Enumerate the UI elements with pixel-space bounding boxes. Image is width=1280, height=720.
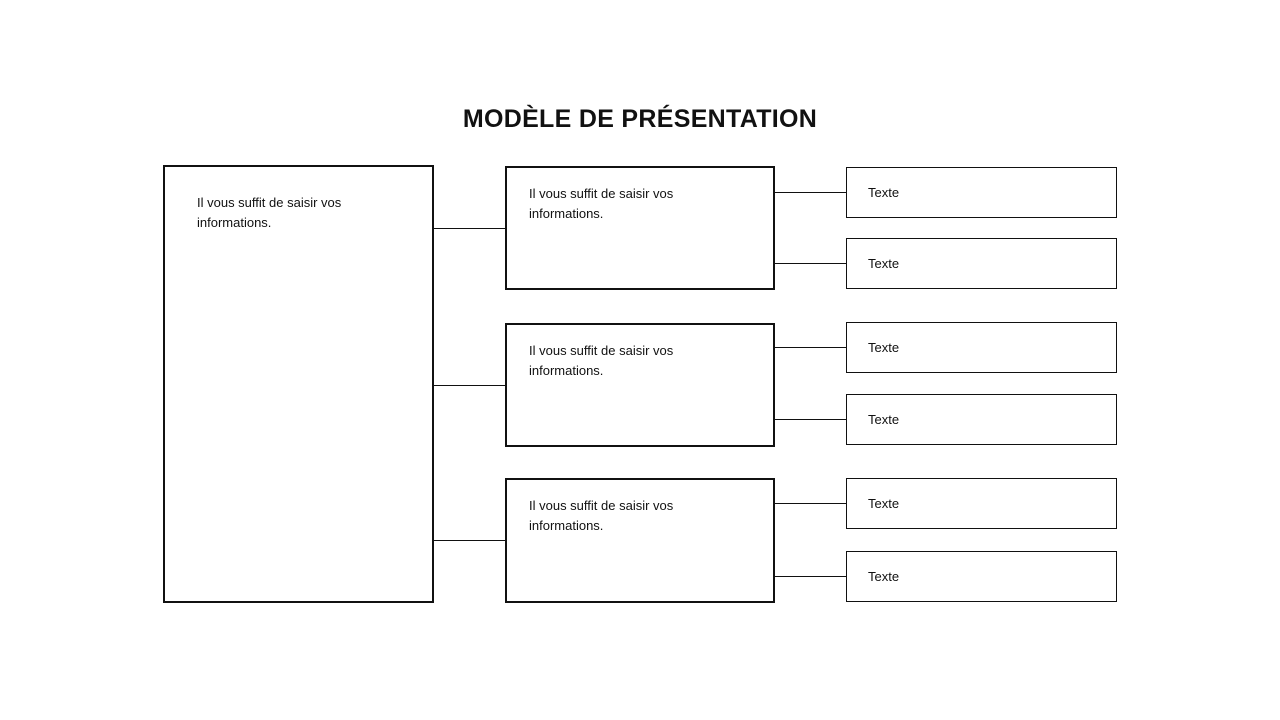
leaf-box-3[interactable]: Texte xyxy=(846,322,1117,373)
branch-text: Il vous suffit de saisir vos information… xyxy=(529,343,674,378)
branch-box-1[interactable]: Il vous suffit de saisir vos information… xyxy=(505,166,775,290)
connector-branch2-leaf4 xyxy=(775,419,846,420)
root-text-box[interactable]: Il vous suffit de saisir vos information… xyxy=(163,165,434,603)
connector-root-branch-2 xyxy=(434,385,505,386)
root-text: Il vous suffit de saisir vos information… xyxy=(197,195,342,230)
branch-box-3[interactable]: Il vous suffit de saisir vos information… xyxy=(505,478,775,603)
branch-text: Il vous suffit de saisir vos information… xyxy=(529,186,674,221)
connector-branch3-leaf5 xyxy=(775,503,846,504)
connector-root-branch-3 xyxy=(434,540,505,541)
leaf-label: Texte xyxy=(868,411,900,427)
leaf-box-5[interactable]: Texte xyxy=(846,478,1117,529)
leaf-label: Texte xyxy=(868,495,900,511)
branch-text: Il vous suffit de saisir vos information… xyxy=(529,498,674,533)
leaf-box-6[interactable]: Texte xyxy=(846,551,1117,602)
connector-branch3-leaf6 xyxy=(775,576,846,577)
leaf-label: Texte xyxy=(868,255,900,271)
leaf-box-4[interactable]: Texte xyxy=(846,394,1117,445)
branch-box-2[interactable]: Il vous suffit de saisir vos information… xyxy=(505,323,775,447)
connector-root-branch-1 xyxy=(434,228,505,229)
slide-title: MODÈLE DE PRÉSENTATION xyxy=(462,104,818,133)
leaf-box-2[interactable]: Texte xyxy=(846,238,1117,289)
connector-branch1-leaf1 xyxy=(775,192,846,193)
leaf-box-1[interactable]: Texte xyxy=(846,167,1117,218)
leaf-label: Texte xyxy=(868,339,900,355)
connector-branch1-leaf2 xyxy=(775,263,846,264)
leaf-label: Texte xyxy=(868,184,900,200)
connector-branch2-leaf3 xyxy=(775,347,846,348)
leaf-label: Texte xyxy=(868,568,900,584)
